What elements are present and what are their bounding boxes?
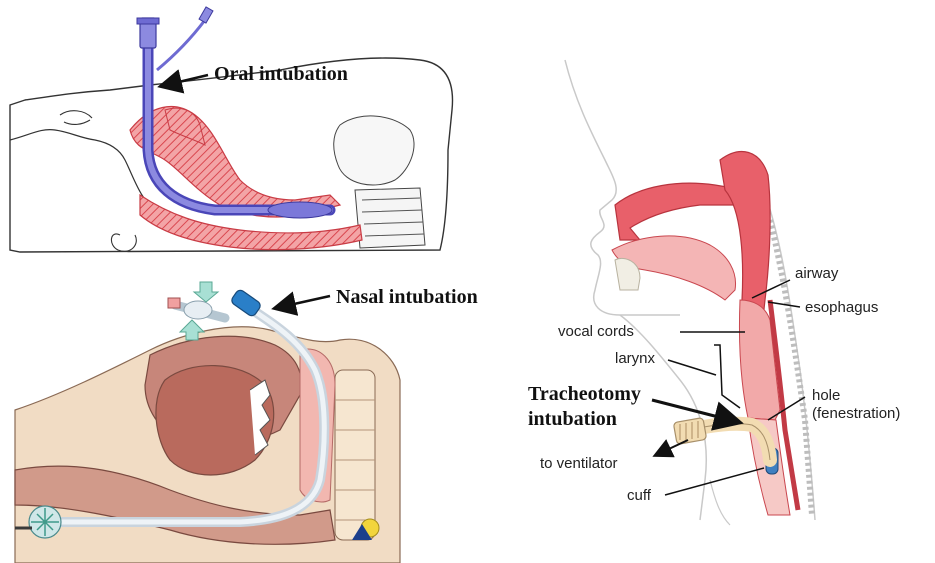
larynx-bracket <box>714 345 740 408</box>
tracheo-nasal-cavity <box>615 183 745 240</box>
hole-label: hole <box>812 387 840 404</box>
esophagus-label: esophagus <box>805 299 878 316</box>
fenestration-label: (fenestration) <box>812 405 900 422</box>
nasal-intubation-label: Nasal intubation <box>336 286 478 308</box>
tracheotomy-panel: airway esophagus vocal cords larynx hole… <box>528 60 900 525</box>
tracheotomy-label-line2: intubation <box>528 408 617 430</box>
nasal-spine <box>335 370 375 540</box>
larynx-pointer <box>668 360 716 375</box>
oral-intubation-label: Oral intubation <box>214 63 348 85</box>
larynx-label: larynx <box>615 350 656 367</box>
cuff-pointer <box>665 468 764 495</box>
vocal-cords-label: vocal cords <box>558 323 634 340</box>
airflow-arrow-down-icon <box>194 282 218 302</box>
nasal-intubation-panel: Nasal intubation <box>15 282 478 563</box>
oral-intubation-panel: Oral intubation <box>10 7 453 252</box>
nasal-label-arrow <box>276 296 330 308</box>
to-ventilator-arrow <box>656 440 688 455</box>
to-ventilator-label: to ventilator <box>540 455 618 472</box>
airway-label: airway <box>795 265 839 282</box>
tracheo-lower-tissue <box>710 480 730 525</box>
tracheotomy-label-line1: Tracheotomy <box>528 383 641 405</box>
cuff-label: cuff <box>627 487 652 504</box>
